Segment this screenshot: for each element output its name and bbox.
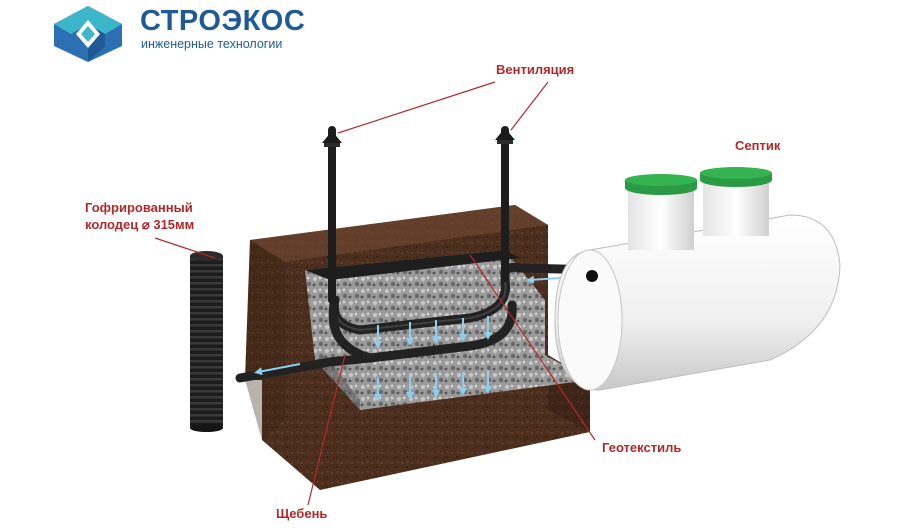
leader-lines [154, 81, 596, 506]
label-well-line2: колодец ⌀ 315мм [85, 217, 195, 232]
corrugated-well [190, 251, 223, 432]
brand-name: СТРОЭКОС [140, 5, 306, 37]
brand-logo [54, 6, 122, 62]
brand-tagline: инженерные технологии [141, 37, 283, 51]
gravel-trench [305, 250, 590, 410]
flow-arrows [254, 275, 561, 402]
vent-caps [322, 128, 515, 147]
label-septic: Септик [735, 138, 781, 153]
septic-tank [554, 167, 841, 391]
drain-pipes [235, 126, 605, 383]
label-well-line1: Гофрированный [85, 200, 193, 215]
label-gravel: Щебень [276, 506, 328, 521]
label-ventilation: Вентиляция [496, 62, 575, 77]
label-geotextile: Геотекстиль [602, 440, 682, 455]
